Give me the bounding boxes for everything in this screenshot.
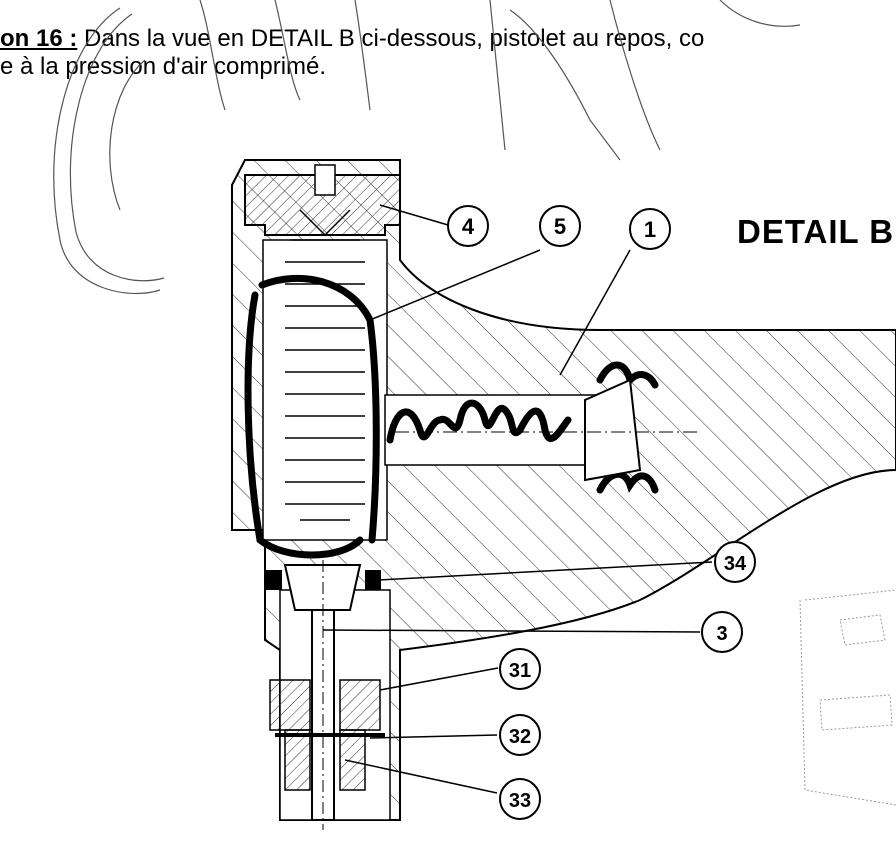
callout-33: 33 (499, 778, 541, 820)
faint-stamp (799, 589, 896, 806)
svg-text:4: 4 (462, 214, 475, 239)
question-line-1: on 16 : Dans la vue en DETAIL B ci-desso… (0, 25, 704, 53)
callout-31: 31 (499, 648, 541, 690)
lower-gland (269, 679, 385, 791)
svg-text:31: 31 (509, 660, 531, 682)
callout-5: 5 (539, 205, 581, 247)
svg-text:1: 1 (644, 217, 656, 242)
question-number: on 16 : (0, 25, 78, 52)
handwritten-c-stroke (53, 7, 165, 295)
question-text-2: e à la pression d'air comprimé. (0, 53, 327, 80)
callout-3: 3 (701, 611, 743, 653)
leader-lines (322, 204, 713, 794)
callout-1: 1 (629, 208, 671, 250)
valve-poppet (283, 560, 362, 830)
question-line-2: e à la pression d'air comprimé. (0, 53, 326, 81)
svg-text:33: 33 (509, 790, 531, 812)
callout-32: 32 (499, 714, 541, 756)
handwritten-letters (199, 0, 801, 161)
pen-scribbles (244, 275, 659, 559)
question-text-1: Dans la vue en DETAIL B ci-dessous, pist… (77, 25, 705, 52)
svg-text:5: 5 (554, 214, 566, 239)
cap-screw (244, 164, 401, 237)
callout-4: 4 (447, 205, 489, 247)
svg-text:34: 34 (724, 553, 747, 575)
o-ring-seals (266, 570, 381, 590)
svg-text:3: 3 (716, 623, 727, 645)
piston-head (395, 378, 700, 482)
detail-title: DETAIL B (737, 213, 895, 250)
callout-34: 34 (714, 541, 756, 583)
svg-text:32: 32 (509, 726, 531, 748)
